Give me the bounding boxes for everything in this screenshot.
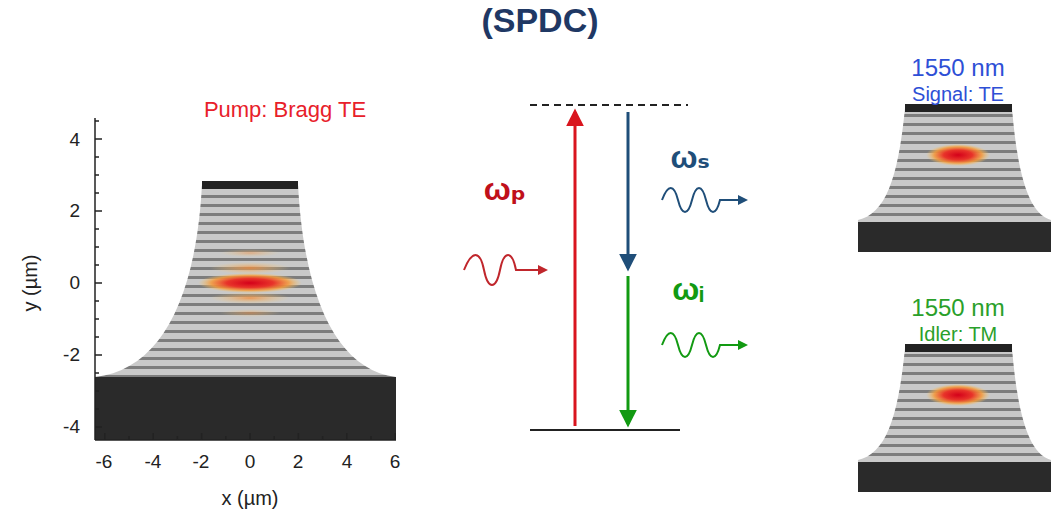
y-tick bbox=[95, 336, 99, 338]
plot-axes bbox=[95, 118, 396, 440]
tick-label: 0 bbox=[245, 452, 256, 473]
y-tick bbox=[95, 318, 99, 320]
x-tick bbox=[346, 433, 348, 440]
frequency-label: ωₛ bbox=[670, 140, 709, 175]
y-tick bbox=[95, 120, 99, 122]
y-tick bbox=[95, 138, 102, 140]
tick-label: 0 bbox=[69, 273, 80, 294]
x-tick bbox=[225, 436, 227, 440]
tick-label: -2 bbox=[63, 345, 80, 366]
tick-label: -2 bbox=[193, 452, 210, 473]
y-tick bbox=[95, 408, 99, 410]
y-tick bbox=[95, 246, 99, 248]
x-tick bbox=[201, 433, 203, 440]
x-tick bbox=[370, 436, 372, 440]
y-tick bbox=[95, 300, 99, 302]
y-tick bbox=[95, 192, 99, 194]
frequency-label: ωᵢ bbox=[672, 272, 704, 307]
wavelength-label: 1550 nm bbox=[911, 295, 1004, 321]
tick-label: 2 bbox=[293, 452, 304, 473]
frequency-label: ωₚ bbox=[484, 172, 526, 207]
x-tick bbox=[298, 433, 300, 440]
y-tick bbox=[95, 174, 99, 176]
tick-label: -6 bbox=[96, 452, 113, 473]
idler-waveguide bbox=[858, 344, 1051, 492]
tick-label: 6 bbox=[390, 452, 401, 473]
y-tick bbox=[95, 354, 102, 356]
tick-label: -4 bbox=[145, 452, 162, 473]
axis-label: y (µm) bbox=[19, 254, 41, 311]
x-tick bbox=[104, 433, 106, 440]
y-tick bbox=[95, 264, 99, 266]
tick-label: -4 bbox=[63, 417, 80, 438]
signal-waveguide bbox=[858, 104, 1051, 252]
tick-label: 4 bbox=[69, 130, 80, 151]
x-tick bbox=[152, 433, 154, 440]
title: (SPDC) bbox=[481, 2, 598, 39]
mode-label: Pump: Bragg TE bbox=[204, 98, 366, 122]
energy-diagram bbox=[464, 105, 746, 430]
y-tick bbox=[95, 282, 102, 284]
y-tick bbox=[95, 228, 99, 230]
y-tick bbox=[95, 372, 99, 374]
y-tick bbox=[95, 390, 99, 392]
x-tick bbox=[128, 436, 130, 440]
x-tick bbox=[273, 436, 275, 440]
x-tick bbox=[249, 433, 251, 440]
x-tick bbox=[322, 436, 324, 440]
x-tick bbox=[394, 433, 396, 440]
y-tick bbox=[95, 156, 99, 158]
y-tick bbox=[95, 210, 102, 212]
pump-waveguide bbox=[95, 181, 396, 440]
wavelength-label: 1550 nm bbox=[911, 55, 1004, 81]
polarization-label: Idler: TM bbox=[919, 323, 998, 345]
y-tick bbox=[95, 426, 102, 428]
tick-label: 2 bbox=[69, 201, 80, 222]
x-tick bbox=[177, 436, 179, 440]
tick-label: 4 bbox=[342, 452, 353, 473]
polarization-label: Signal: TE bbox=[912, 83, 1004, 105]
axis-label: x (µm) bbox=[221, 487, 278, 509]
